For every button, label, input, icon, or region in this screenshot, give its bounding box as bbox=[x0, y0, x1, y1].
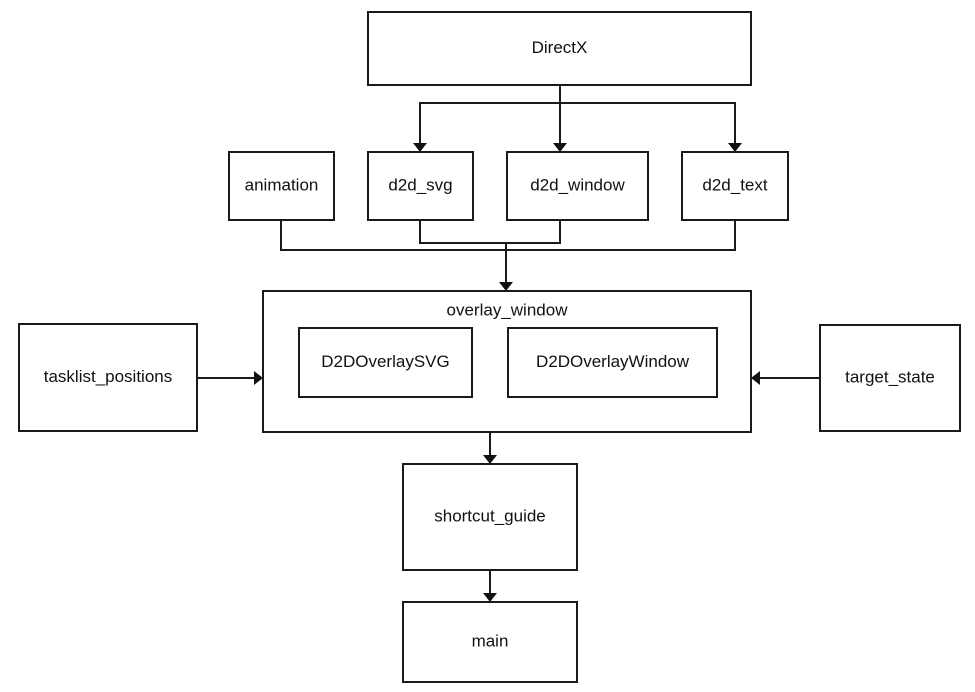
node-box[interactable] bbox=[681, 151, 789, 221]
nodes-layer: DirectX animation d2d_svg d2d_window d2d_tex… bbox=[18, 11, 961, 683]
arrowhead-down bbox=[483, 455, 497, 464]
arrowhead-down bbox=[553, 143, 567, 152]
node-tasklist_positions[interactable]: tasklist_positions bbox=[18, 323, 198, 432]
node-label: d2d_text bbox=[702, 175, 767, 194]
edge-merge-to-overlay_window bbox=[499, 243, 513, 291]
node-box[interactable] bbox=[507, 327, 718, 398]
node-target_state[interactable]: target_state bbox=[819, 324, 961, 432]
node-d2d_window[interactable]: d2d_window bbox=[506, 151, 649, 221]
arrowhead-left bbox=[751, 371, 760, 385]
arrowhead-down bbox=[413, 143, 427, 152]
node-label: main bbox=[472, 631, 509, 650]
node-label: D2DOverlaySVG bbox=[321, 352, 449, 371]
node-label: DirectX bbox=[532, 38, 588, 57]
node-box[interactable] bbox=[367, 11, 752, 86]
arrowhead-right bbox=[254, 371, 263, 385]
edge-target_state-to-overlay bbox=[751, 371, 820, 385]
edge-line bbox=[506, 220, 561, 244]
node-box[interactable] bbox=[402, 601, 578, 683]
edge-line bbox=[506, 220, 736, 251]
edge-d2d_svg-to-overlay_window bbox=[419, 220, 506, 244]
node-box[interactable] bbox=[506, 151, 649, 221]
node-animation[interactable]: animation bbox=[228, 151, 335, 221]
edge-line bbox=[559, 85, 736, 145]
node-label: overlay_window bbox=[447, 300, 569, 319]
edge-d2d_text-to-overlay_window bbox=[506, 220, 736, 251]
edge-line bbox=[419, 85, 561, 145]
node-box[interactable] bbox=[298, 327, 473, 398]
node-label: animation bbox=[245, 175, 319, 194]
node-box[interactable] bbox=[367, 151, 474, 221]
node-label: d2d_svg bbox=[388, 175, 452, 194]
edge-tasklist_positions-to-overlay bbox=[197, 371, 263, 385]
node-shortcut_guide[interactable]: shortcut_guide bbox=[402, 463, 578, 571]
edges-layer bbox=[197, 85, 820, 602]
edge-directx-to-d2d_text bbox=[559, 85, 742, 152]
node-box[interactable] bbox=[228, 151, 335, 221]
edge-animation-to-overlay_window bbox=[280, 220, 506, 251]
node-d2d_svg[interactable]: d2d_svg bbox=[367, 151, 474, 221]
node-main[interactable]: main bbox=[402, 601, 578, 683]
arrowhead-down bbox=[499, 282, 513, 291]
node-d2doverlaywindow[interactable]: D2DOverlayWindow bbox=[507, 327, 718, 398]
edge-directx-to-d2d_svg bbox=[413, 85, 561, 152]
node-label: target_state bbox=[845, 367, 935, 386]
node-box[interactable] bbox=[819, 324, 961, 432]
node-label: d2d_window bbox=[530, 175, 625, 194]
arrowhead-down bbox=[483, 593, 497, 602]
edge-d2d_window-to-overlay_window bbox=[506, 220, 561, 244]
node-box[interactable] bbox=[402, 463, 578, 571]
node-label: tasklist_positions bbox=[44, 367, 173, 386]
node-label: shortcut_guide bbox=[434, 506, 546, 525]
arrowhead-down bbox=[728, 143, 742, 152]
node-d2d_text[interactable]: d2d_text bbox=[681, 151, 789, 221]
node-label: D2DOverlayWindow bbox=[536, 352, 690, 371]
edge-line bbox=[419, 220, 506, 244]
node-d2doverlaysvg[interactable]: D2DOverlaySVG bbox=[298, 327, 473, 398]
node-directx[interactable]: DirectX bbox=[367, 11, 752, 86]
edge-overlay_window-to-shortcut_guide bbox=[483, 432, 497, 464]
edge-shortcut_guide-to-main bbox=[483, 570, 497, 602]
edge-line bbox=[280, 220, 506, 251]
node-box[interactable] bbox=[18, 323, 198, 432]
